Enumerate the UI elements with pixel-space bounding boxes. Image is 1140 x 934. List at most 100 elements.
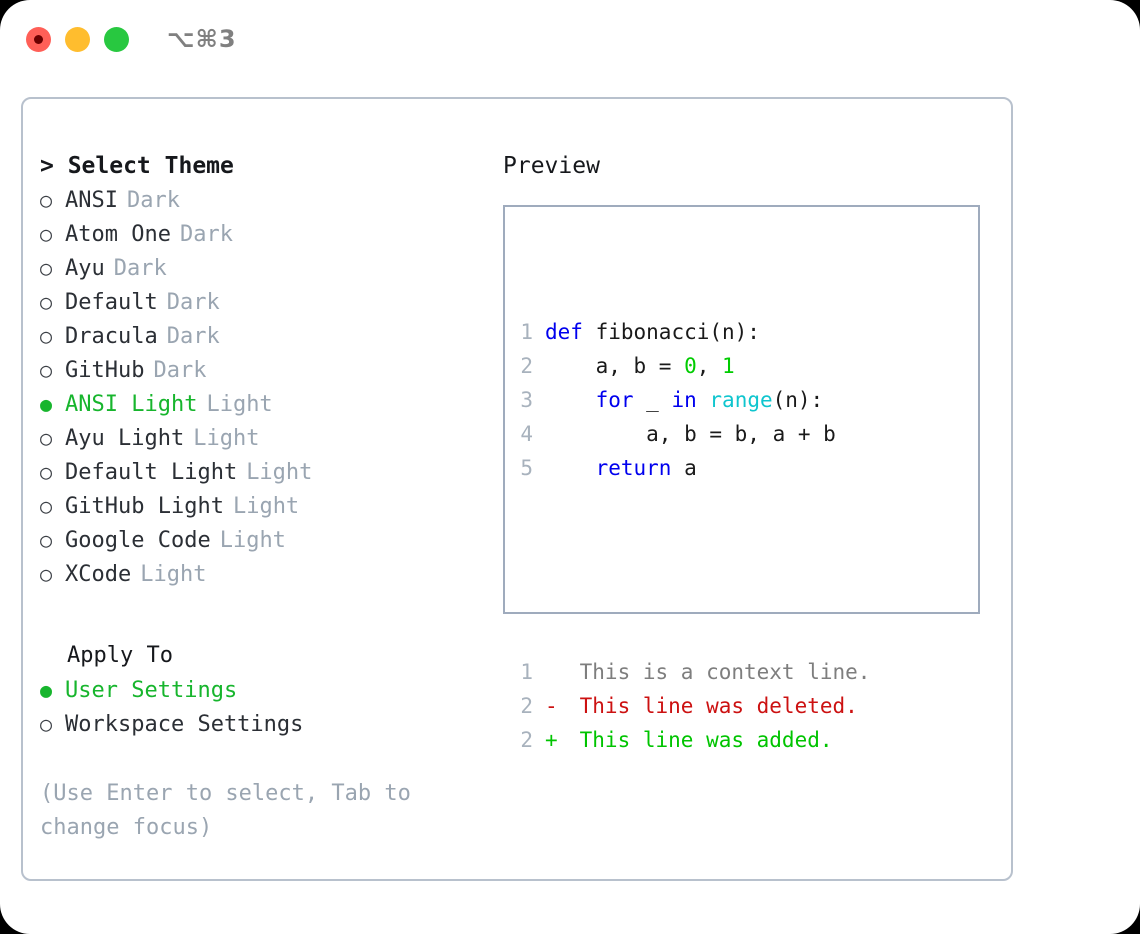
page-title: > Select Theme <box>40 153 234 179</box>
code-token-plain <box>545 456 596 480</box>
theme-row[interactable]: ○ Atom One Dark <box>40 217 503 251</box>
apply-to-option[interactable]: ○Workspace Settings <box>40 707 503 741</box>
radio-empty-icon: ○ <box>40 324 53 348</box>
theme-name: Ayu <box>65 256 105 281</box>
diff-sign-icon: - <box>545 694 558 718</box>
theme-name: Ayu Light <box>65 426 185 451</box>
code-token-num: 0 <box>684 354 697 378</box>
theme-name: GitHub <box>65 358 145 383</box>
code-diff-spacer <box>519 553 978 587</box>
theme-name: Atom One <box>65 222 171 247</box>
diff-line-ctx: 1 This is a context line. <box>519 655 978 689</box>
maximize-button[interactable] <box>104 26 129 52</box>
line-number: 5 <box>520 456 533 480</box>
theme-kind-badge: Light <box>232 494 300 519</box>
title-bar: ⌥⌘3 <box>0 0 1140 78</box>
traffic-light-buttons <box>26 26 129 52</box>
radio-empty-icon: ○ <box>40 222 53 246</box>
line-number: 1 <box>520 660 533 684</box>
code-token-kw: return <box>595 456 672 480</box>
close-button[interactable] <box>26 26 51 52</box>
radio-selected-icon: ● <box>40 392 53 416</box>
theme-kind-badge: Dark <box>126 188 180 213</box>
theme-name: GitHub Light <box>65 494 224 519</box>
code-token-kw: in <box>671 388 697 412</box>
apply-to-option[interactable]: ● User Settings <box>40 673 503 707</box>
code-token-plain <box>697 388 710 412</box>
apply-to-options[interactable]: ● User Settings ○Workspace Settings <box>40 673 503 741</box>
theme-kind-badge: Dark <box>166 324 220 349</box>
code-line: 2 a, b = 0, 1 <box>519 349 978 383</box>
theme-row[interactable]: ○ Dracula Dark <box>40 319 503 353</box>
theme-row[interactable]: ● ANSI Light Light <box>40 387 503 421</box>
code-token-plain: a <box>671 456 697 480</box>
line-number: 2 <box>520 728 533 752</box>
theme-kind-badge: Light <box>206 392 273 417</box>
theme-name: ANSI Light <box>65 392 198 417</box>
diff-text: This line was added. <box>567 728 833 752</box>
theme-name: Google Code <box>65 528 211 553</box>
radio-empty-icon: ○ <box>40 290 53 314</box>
theme-kind-badge: Dark <box>166 290 220 315</box>
theme-kind-badge: Dark <box>153 358 207 383</box>
theme-name: Dracula <box>65 324 158 349</box>
radio-empty-icon: ○ <box>40 256 53 280</box>
theme-kind-badge: Dark <box>179 222 233 247</box>
diff-text: This is a context line. <box>567 660 871 684</box>
diff-sign-icon: + <box>545 728 558 752</box>
minimize-button[interactable] <box>65 26 90 52</box>
apply-to-group: Apply To ●User Settings○Workspace Settin… <box>40 639 503 741</box>
line-number: 4 <box>520 422 533 446</box>
line-number: 2 <box>520 354 533 378</box>
code-text: for _ in range(n): <box>545 383 824 417</box>
preview-title: Preview <box>503 153 600 179</box>
apply-to-option-label: User Settings <box>65 678 238 703</box>
code-token-plain: (n): <box>772 388 824 412</box>
code-text: def fibonacci(n): <box>545 315 760 349</box>
code-token-plain: a, b = b, a + b <box>545 422 836 446</box>
theme-name: Default Light <box>65 460 238 485</box>
code-text: return a <box>545 451 697 485</box>
diff-line-del: 2- This line was deleted. <box>519 689 978 723</box>
line-number: 2 <box>520 694 533 718</box>
radio-empty-icon: ○ <box>40 358 53 382</box>
code-token-plain: _ <box>633 388 672 412</box>
code-token-fn: range <box>709 388 773 412</box>
radio-empty-icon: ○ <box>40 188 53 212</box>
theme-row[interactable]: ○ GitHub Dark <box>40 353 503 387</box>
radio-empty-icon: ○ <box>40 712 53 736</box>
radio-empty-icon: ○ <box>40 426 53 450</box>
code-token-kw: for <box>595 388 634 412</box>
code-line: 1 def fibonacci(n): <box>519 315 978 349</box>
code-token-plain: fibonacci(n): <box>582 320 760 344</box>
diff-sign-icon <box>545 655 567 689</box>
code-token-plain: a, b = <box>545 354 685 378</box>
line-number: 1 <box>520 320 533 344</box>
theme-kind-badge: Light <box>140 562 207 587</box>
theme-name: ANSI <box>65 188 118 213</box>
keyboard-hint-text: (Use Enter to select, Tab to change focu… <box>40 781 411 840</box>
radio-selected-icon: ● <box>40 678 53 702</box>
code-text: a, b = b, a + b <box>545 417 836 451</box>
diff-line-add: 2 + This line was added. <box>519 723 978 757</box>
code-token-kw: def <box>545 320 583 344</box>
line-number: 3 <box>520 388 533 412</box>
code-token-plain: , <box>696 354 723 378</box>
diff-text: This line was deleted. <box>567 694 858 718</box>
theme-row[interactable]: ○ ANSI Dark <box>40 183 503 217</box>
